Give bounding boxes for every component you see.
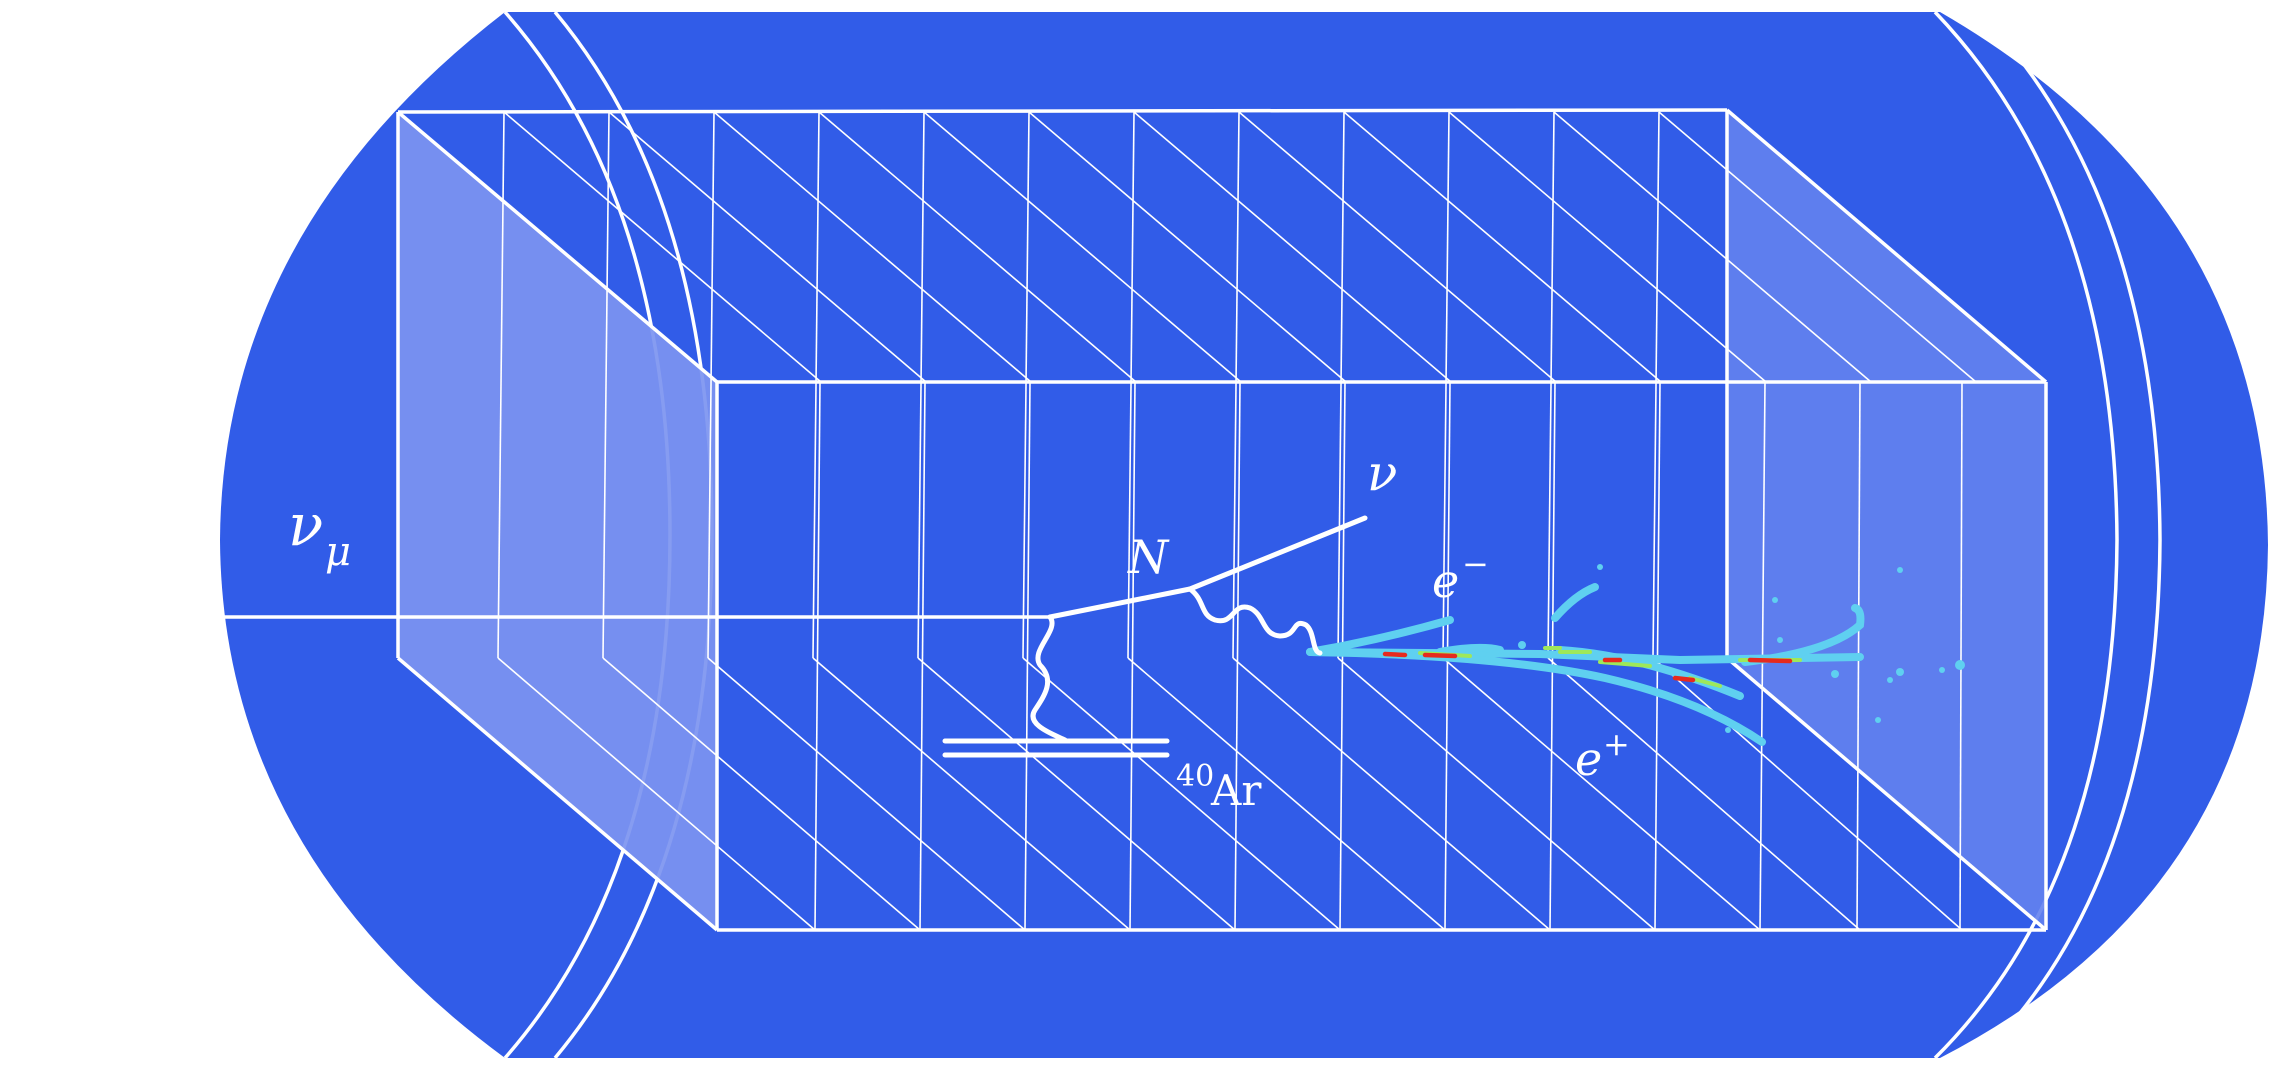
label-positron: e — [1575, 732, 1602, 786]
right-ring-inner — [1933, 10, 2119, 1060]
right-ring-outer — [1978, 10, 2162, 1060]
track-core — [1382, 651, 1793, 683]
track-fragments — [1518, 564, 1965, 733]
label-nucleus-mass: 40 — [1176, 759, 1214, 794]
box-frame — [396, 108, 2048, 932]
label-incoming-neutrino: ν — [288, 491, 323, 559]
label-outgoing-neutrino: ν — [1367, 444, 1397, 502]
label-heavy-neutrino: N — [1127, 530, 1170, 584]
heavy-neutrino-line — [1047, 586, 1193, 620]
labels: ν μ N ν e − e + 40 Ar — [288, 444, 1630, 815]
feynman-diagram — [220, 515, 1368, 758]
label-incoming-neutrino-sub: μ — [325, 529, 351, 575]
label-nucleus-symbol: Ar — [1210, 766, 1262, 815]
label-electron: e — [1432, 554, 1459, 608]
label-electron-charge: − — [1462, 545, 1489, 583]
outgoing-neutrino-line — [1187, 515, 1368, 592]
nucleus-photon — [1030, 614, 1068, 743]
detector-box — [396, 108, 2048, 932]
decay-photon — [1187, 586, 1323, 656]
label-positron-charge: + — [1603, 725, 1630, 763]
wire-planes — [497, 111, 1977, 931]
particle-tracks — [1306, 564, 1965, 746]
